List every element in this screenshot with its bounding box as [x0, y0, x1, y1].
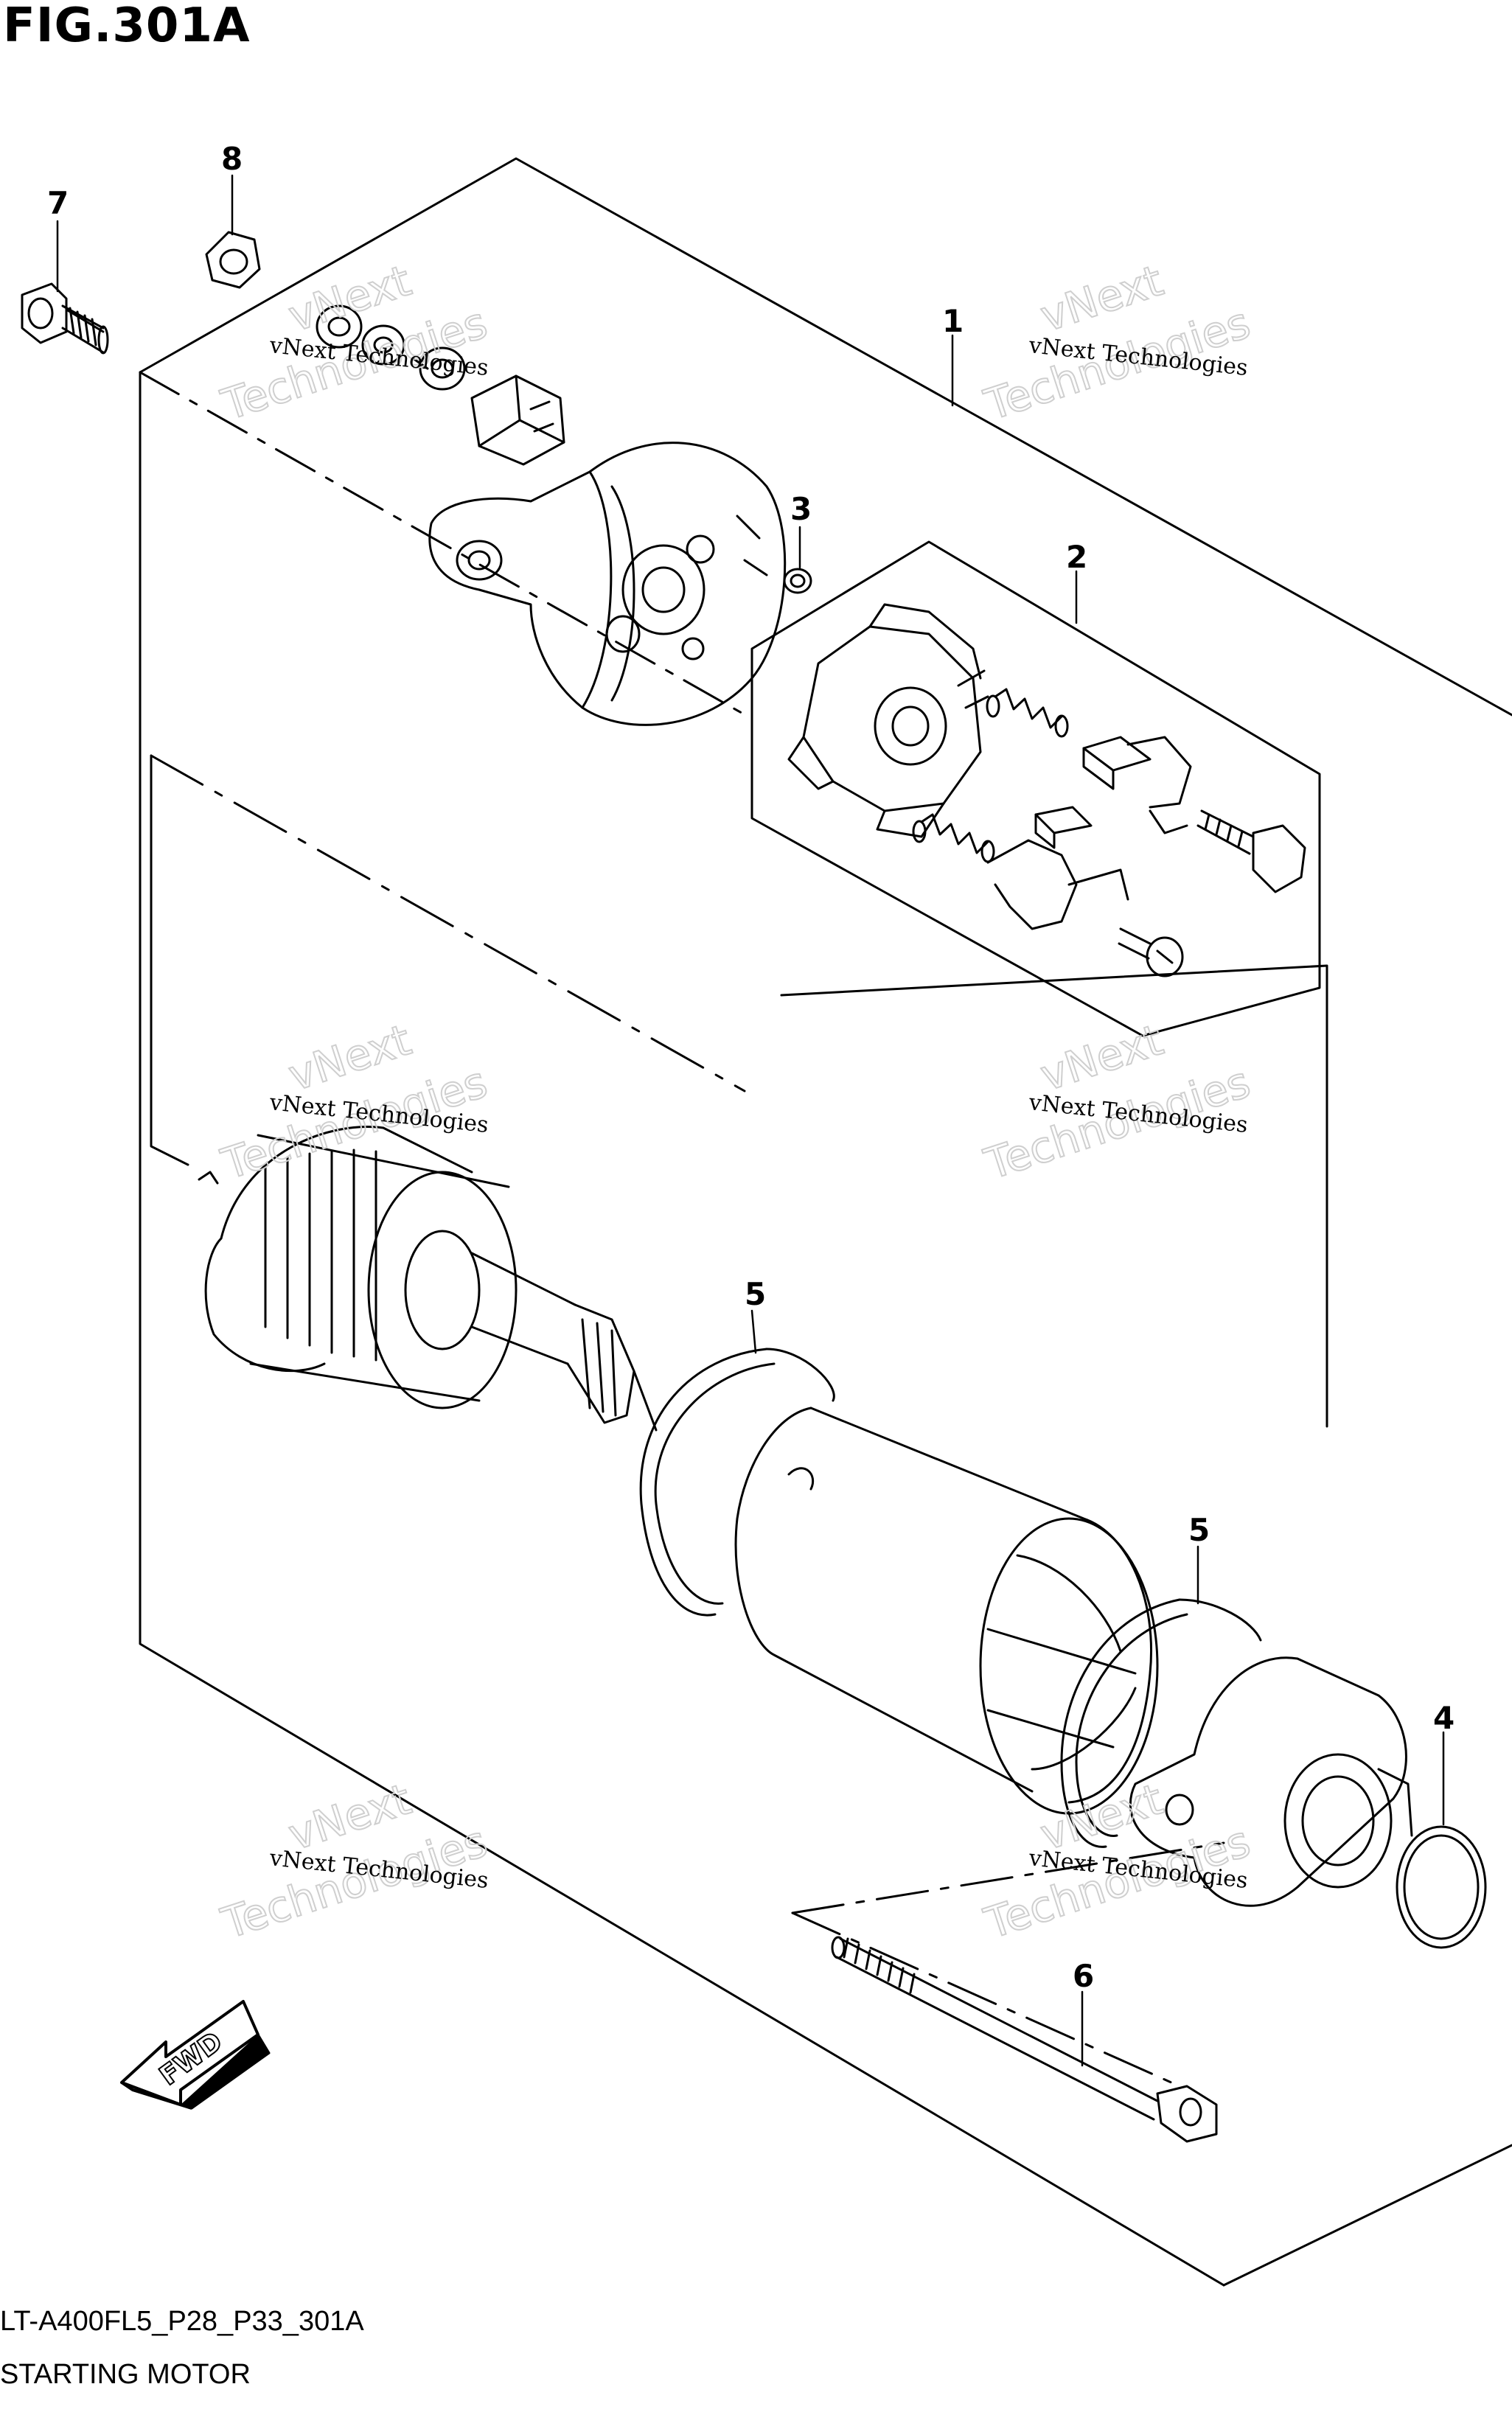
watermark-bottom-right: vNext Technologies vNext Technologies [978, 1773, 1256, 1949]
callout-numbers: 1 2 3 4 5 5 6 7 8 [47, 141, 1454, 1994]
watermarks: vNext Technologies vNext Technologies vN… [215, 254, 1256, 1949]
figure-title: FIG.301A [3, 0, 251, 53]
callout-7: 7 [47, 185, 69, 221]
fwd-arrow-icon: FWD [120, 2000, 271, 2110]
callout-4: 4 [1433, 1700, 1454, 1736]
yoke-housing [734, 1407, 1159, 1815]
callout-2: 2 [1066, 539, 1087, 575]
terminal-bolt [1196, 809, 1306, 893]
front-end-cover [1129, 1656, 1413, 1907]
nut-8 [205, 231, 261, 289]
watermark-top-right: vNext Technologies vNext Technologies [978, 254, 1256, 431]
section-name: STARTING MOTOR [0, 2359, 251, 2390]
brush-holder-plate [787, 603, 989, 838]
armature [198, 1126, 658, 1432]
brush-lower [986, 806, 1129, 930]
o-ring-4 [1396, 1825, 1487, 1949]
callout-5a: 5 [745, 1276, 766, 1312]
callout-3: 3 [790, 491, 812, 527]
rear-end-cover [428, 442, 787, 726]
watermark-bottom-left: vNext Technologies vNext Technologies [215, 1773, 493, 1949]
through-bolt-datum [791, 1841, 1225, 2088]
washers [316, 304, 466, 391]
through-bolt-6 [831, 1936, 1218, 2143]
brush-holder-box [750, 540, 1321, 1037]
watermark-mid-right: vNext Technologies vNext Technologies [978, 1014, 1256, 1190]
o-ring-5-lower [1060, 1598, 1262, 1848]
terminal-insulator [470, 374, 565, 466]
callout-8: 8 [221, 141, 243, 177]
leader-lines [56, 174, 1445, 2067]
brush-spring-lower [912, 813, 995, 863]
callout-1: 1 [942, 303, 964, 339]
callout-5b: 5 [1188, 1512, 1210, 1548]
o-ring-5-upper [639, 1348, 835, 1617]
brush-spring-upper [986, 688, 1069, 738]
assembly-outline [139, 157, 1512, 2287]
watermark-top-left: vNext Technologies vNext Technologies [215, 254, 493, 431]
small-screw [1118, 927, 1184, 977]
leader-5a [750, 1309, 757, 1354]
drawing-code: LT-A400FL5_P28_P33_301A [0, 2306, 364, 2337]
o-ring-3 [783, 568, 812, 594]
brush-upper [1082, 736, 1192, 834]
bolt-7 [21, 282, 109, 355]
armature-bracket [150, 754, 746, 1166]
callout-6: 6 [1073, 1958, 1094, 1994]
